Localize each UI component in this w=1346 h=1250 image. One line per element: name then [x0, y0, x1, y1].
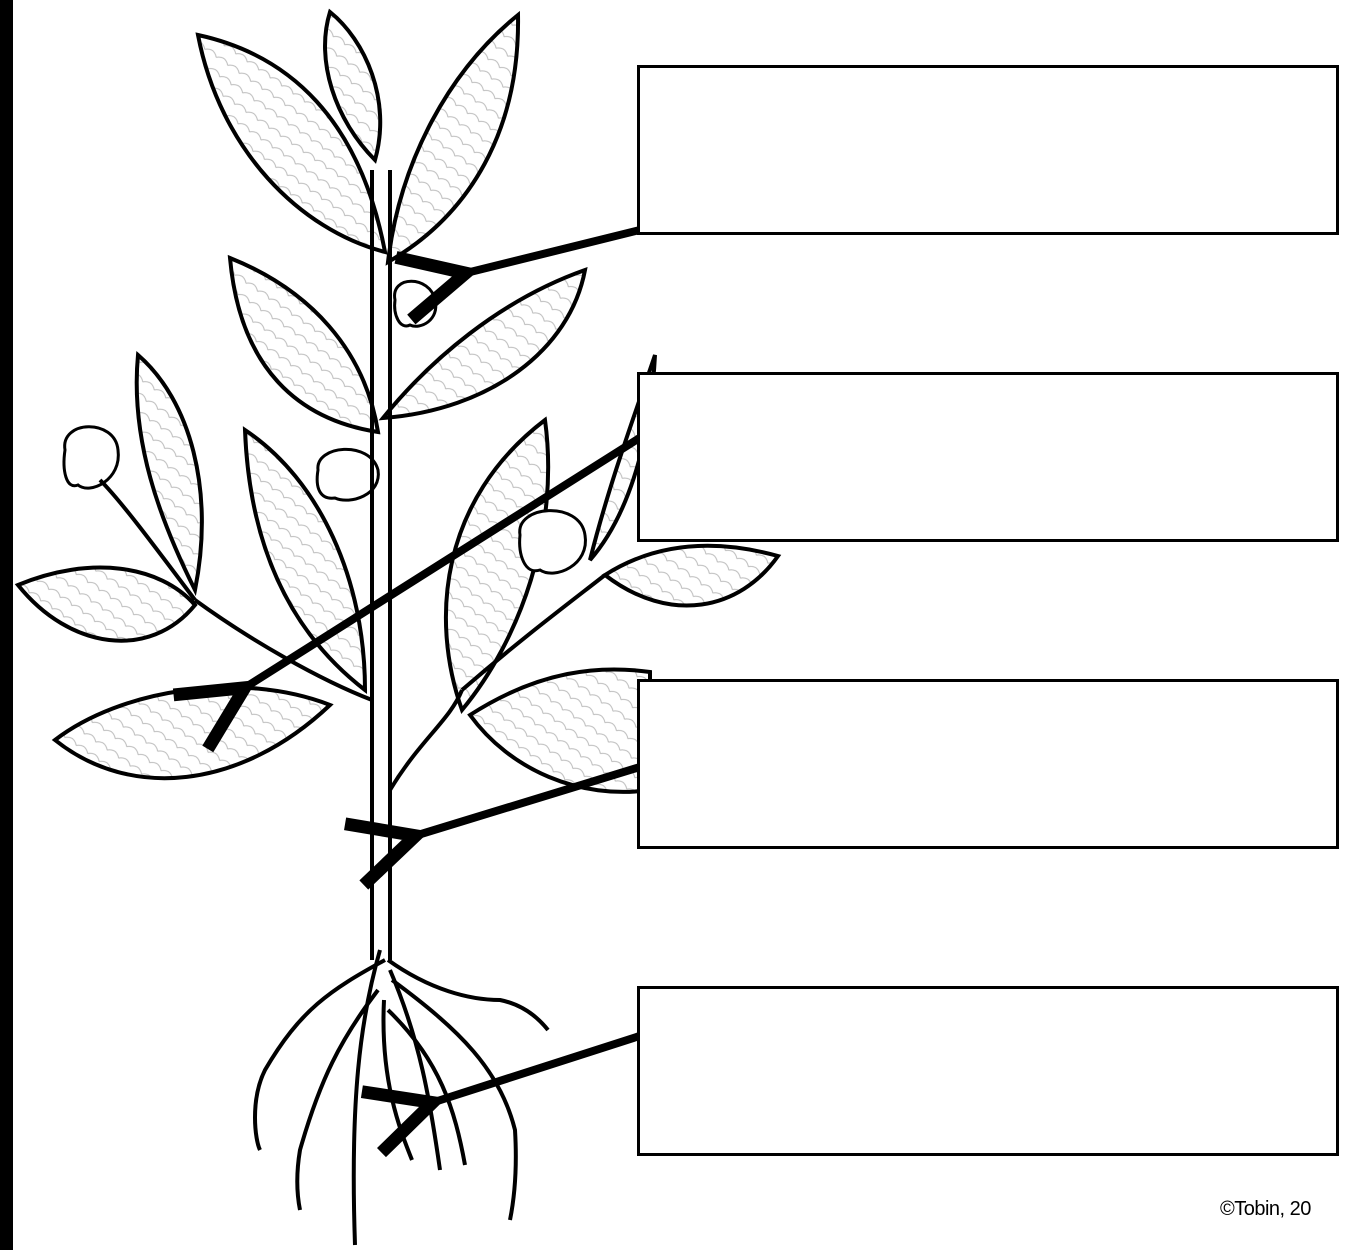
leaf-right-spread [605, 546, 778, 606]
leaf-far-left [18, 568, 195, 641]
root-5 [392, 980, 516, 1220]
label-box-leaf[interactable] [637, 372, 1339, 542]
leaf-lower-left [55, 687, 330, 778]
root-7 [383, 1000, 412, 1160]
label-box-stem[interactable] [637, 679, 1339, 849]
leaf-upper-left [230, 258, 378, 432]
roots [255, 950, 548, 1245]
root-2 [255, 960, 385, 1150]
flower-top [395, 281, 436, 326]
label-box-flower[interactable] [637, 65, 1339, 235]
copyright-credit: ©Tobin, 20 [1220, 1198, 1311, 1221]
flower-mid [317, 449, 378, 500]
leaf-mid-left-b [137, 355, 202, 590]
flower-left [64, 427, 118, 488]
arrow-root [425, 1032, 652, 1105]
flower-right [520, 511, 586, 573]
label-box-root[interactable] [637, 986, 1339, 1156]
arrow-flower [458, 225, 660, 275]
branch-right [390, 690, 462, 790]
leaf-top-right [388, 15, 518, 262]
arrow-stem [408, 767, 640, 838]
